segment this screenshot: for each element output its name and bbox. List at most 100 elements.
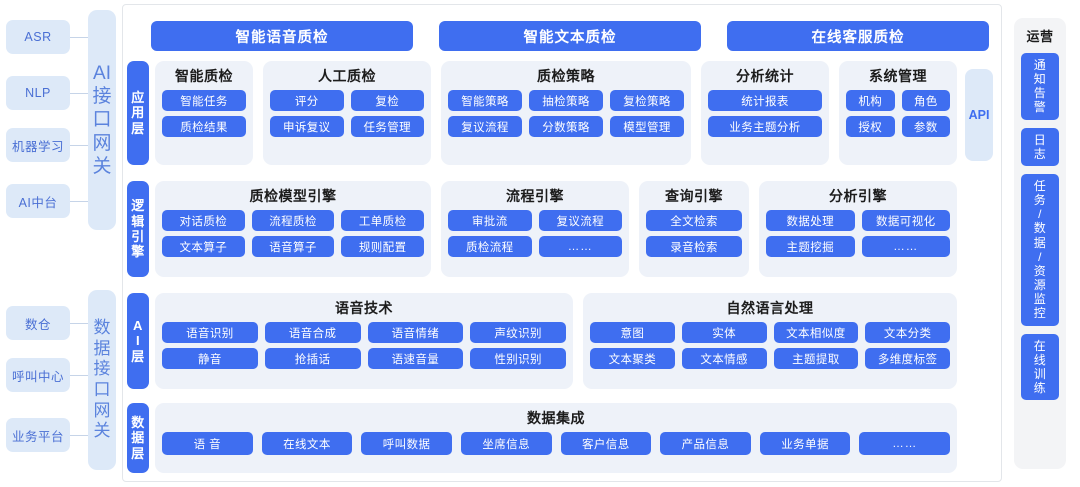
group-title: 智能质检 [175,68,233,84]
ops-item-notification-alert[interactable]: 通 知 告 警 [1021,53,1059,120]
pill-recheck-strategy[interactable]: 复检策略 [610,90,684,111]
source-box-nlp[interactable]: NLP [6,76,70,110]
pill-more[interactable]: …… [861,236,950,257]
pill-parameters[interactable]: 参数 [901,116,950,137]
pill-sampling-strategy[interactable]: 抽检策略 [529,90,603,111]
pill-product-info[interactable]: 产品信息 [660,432,751,455]
pill-entity[interactable]: 实体 [681,322,767,343]
pill-business-topic-analysis[interactable]: 业务主题分析 [708,116,822,137]
pill-intent[interactable]: 意图 [590,322,675,343]
layer-tab-application[interactable]: 应 用 层 [127,61,149,165]
pill-rule-config[interactable]: 规则配置 [341,236,425,257]
pill-gender-recognition[interactable]: 性别识别 [470,348,566,369]
group-row: 对话质检 流程质检 工单质检 [162,210,425,231]
pill-recheck[interactable]: 复检 [350,90,424,111]
ops-char: 通 [1033,58,1047,72]
pill-role[interactable]: 角色 [901,90,950,111]
pill-silence[interactable]: 静音 [162,348,258,369]
layer-tab-char: 层 [131,445,145,461]
pill-review-process[interactable]: 复议流程 [448,116,522,137]
gateway-char: 口 [92,109,112,131]
pill-online-text[interactable]: 在线文本 [261,432,353,455]
pill-process-qc[interactable]: 流程质检 [251,210,335,231]
pill-approval-flow[interactable]: 审批流 [448,210,532,231]
operations-title: 运营 [1026,29,1054,44]
pill-ticket-qc[interactable]: 工单质检 [341,210,425,231]
pill-data-processing[interactable]: 数据处理 [766,210,855,231]
pill-business-document[interactable]: 业务单据 [759,432,851,455]
pill-statistical-report[interactable]: 统计报表 [708,90,822,111]
group-data-integration: 数据集成 语 音 在线文本 呼叫数据 坐席信息 客户信息 产品信息 业务单据 …… [155,403,957,473]
pill-topic-extraction[interactable]: 主题提取 [773,348,859,369]
group-row: 智能策略 抽检策略 复检策略 [448,90,684,111]
pill-authorization[interactable]: 授权 [846,116,895,137]
pill-model-management[interactable]: 模型管理 [610,116,684,137]
layer-tab-char: 逻 [131,198,145,214]
layer-tab-logic-engine[interactable]: 逻 辑 引 擎 [127,181,149,277]
pill-interruption[interactable]: 抢插话 [264,348,361,369]
pill-text-similarity[interactable]: 文本相似度 [773,322,859,343]
ops-char: 训 [1033,366,1047,381]
pill-text-clustering[interactable]: 文本聚类 [590,348,675,369]
pill-text-sentiment[interactable]: 文本情感 [681,348,767,369]
group-title: 人工质检 [318,68,376,84]
layer-tab-ai[interactable]: A I 层 [127,293,149,389]
banner-online-service-qc[interactable]: 在线客服质检 [727,21,989,51]
layer-tab-data[interactable]: 数 据 层 [127,403,149,473]
connector-ai-platform [70,201,88,202]
source-box-asr[interactable]: ASR [6,20,70,54]
pill-dialog-qc[interactable]: 对话质检 [162,210,245,231]
pill-customer-info[interactable]: 客户信息 [560,432,652,455]
pill-more[interactable]: …… [538,236,622,257]
ops-char: 知 [1033,72,1047,87]
banner-text-qc[interactable]: 智能文本质检 [439,21,701,51]
pill-voiceprint-recognition[interactable]: 声纹识别 [470,322,566,343]
source-box-machine-learning[interactable]: 机器学习 [6,128,70,162]
pill-speech-synthesis[interactable]: 语音合成 [264,322,361,343]
pill-topic-mining[interactable]: 主题挖掘 [766,236,855,257]
pill-text-operator[interactable]: 文本算子 [162,236,245,257]
group-row: 质检结果 [162,116,246,137]
source-box-call-center[interactable]: 呼叫中心 [6,358,70,392]
source-box-ai-platform[interactable]: AI中台 [6,184,70,218]
ops-item-task-data-resource-monitoring[interactable]: 任 务 / 数 据 / 资 源 监 控 [1021,173,1059,326]
ops-item-online-training[interactable]: 在 线 训 练 [1021,333,1059,401]
connector-machine-learning [70,145,88,146]
pill-appeal-review[interactable]: 申诉复议 [270,116,344,137]
pill-call-data[interactable]: 呼叫数据 [361,432,452,455]
group-row: 授权 参数 [846,116,950,137]
pill-voice[interactable]: 语 音 [162,432,253,455]
source-box-data-warehouse[interactable]: 数仓 [6,306,70,340]
pill-organization[interactable]: 机构 [846,90,895,111]
pill-qc-flow[interactable]: 质检流程 [448,236,532,257]
pill-scoring[interactable]: 评分 [270,90,344,111]
pill-text-classification[interactable]: 文本分类 [865,322,950,343]
ai-interface-gateway[interactable]: AI 接 口 网 关 [88,10,116,230]
group-row: 数据处理 数据可视化 [766,210,950,231]
pill-intelligent-strategy[interactable]: 智能策略 [448,90,522,111]
pill-multidim-tagging[interactable]: 多维度标签 [865,348,950,369]
pill-qc-result[interactable]: 质检结果 [162,116,246,137]
pill-speech-emotion[interactable]: 语音情绪 [367,322,464,343]
ops-char: 据 [1033,235,1047,250]
ops-item-log[interactable]: 日 志 [1021,127,1059,166]
pill-speech-rate-volume[interactable]: 语速音量 [367,348,464,369]
pill-data-visualization[interactable]: 数据可视化 [861,210,950,231]
pill-recording-search[interactable]: 录音检索 [646,236,742,257]
api-box[interactable]: API [965,69,993,161]
pill-agent-info[interactable]: 坐席信息 [460,432,552,455]
pill-speech-recognition[interactable]: 语音识别 [162,322,258,343]
group-row: 语音识别 语音合成 语音情绪 声纹识别 [162,322,566,343]
data-interface-gateway[interactable]: 数 据 接 口 网 关 [88,290,116,470]
pill-intelligent-task[interactable]: 智能任务 [162,90,246,111]
source-box-business-platform[interactable]: 业务平台 [6,418,70,452]
pill-more[interactable]: …… [859,432,950,455]
banner-voice-qc[interactable]: 智能语音质检 [151,21,413,51]
pill-score-strategy[interactable]: 分数策略 [529,116,603,137]
pill-task-management[interactable]: 任务管理 [350,116,424,137]
pill-voice-operator[interactable]: 语音算子 [251,236,335,257]
pill-review-flow[interactable]: 复议流程 [538,210,622,231]
group-title: 分析引擎 [829,188,887,204]
group-title: 数据集成 [527,410,585,426]
pill-fulltext-search[interactable]: 全文检索 [646,210,742,231]
